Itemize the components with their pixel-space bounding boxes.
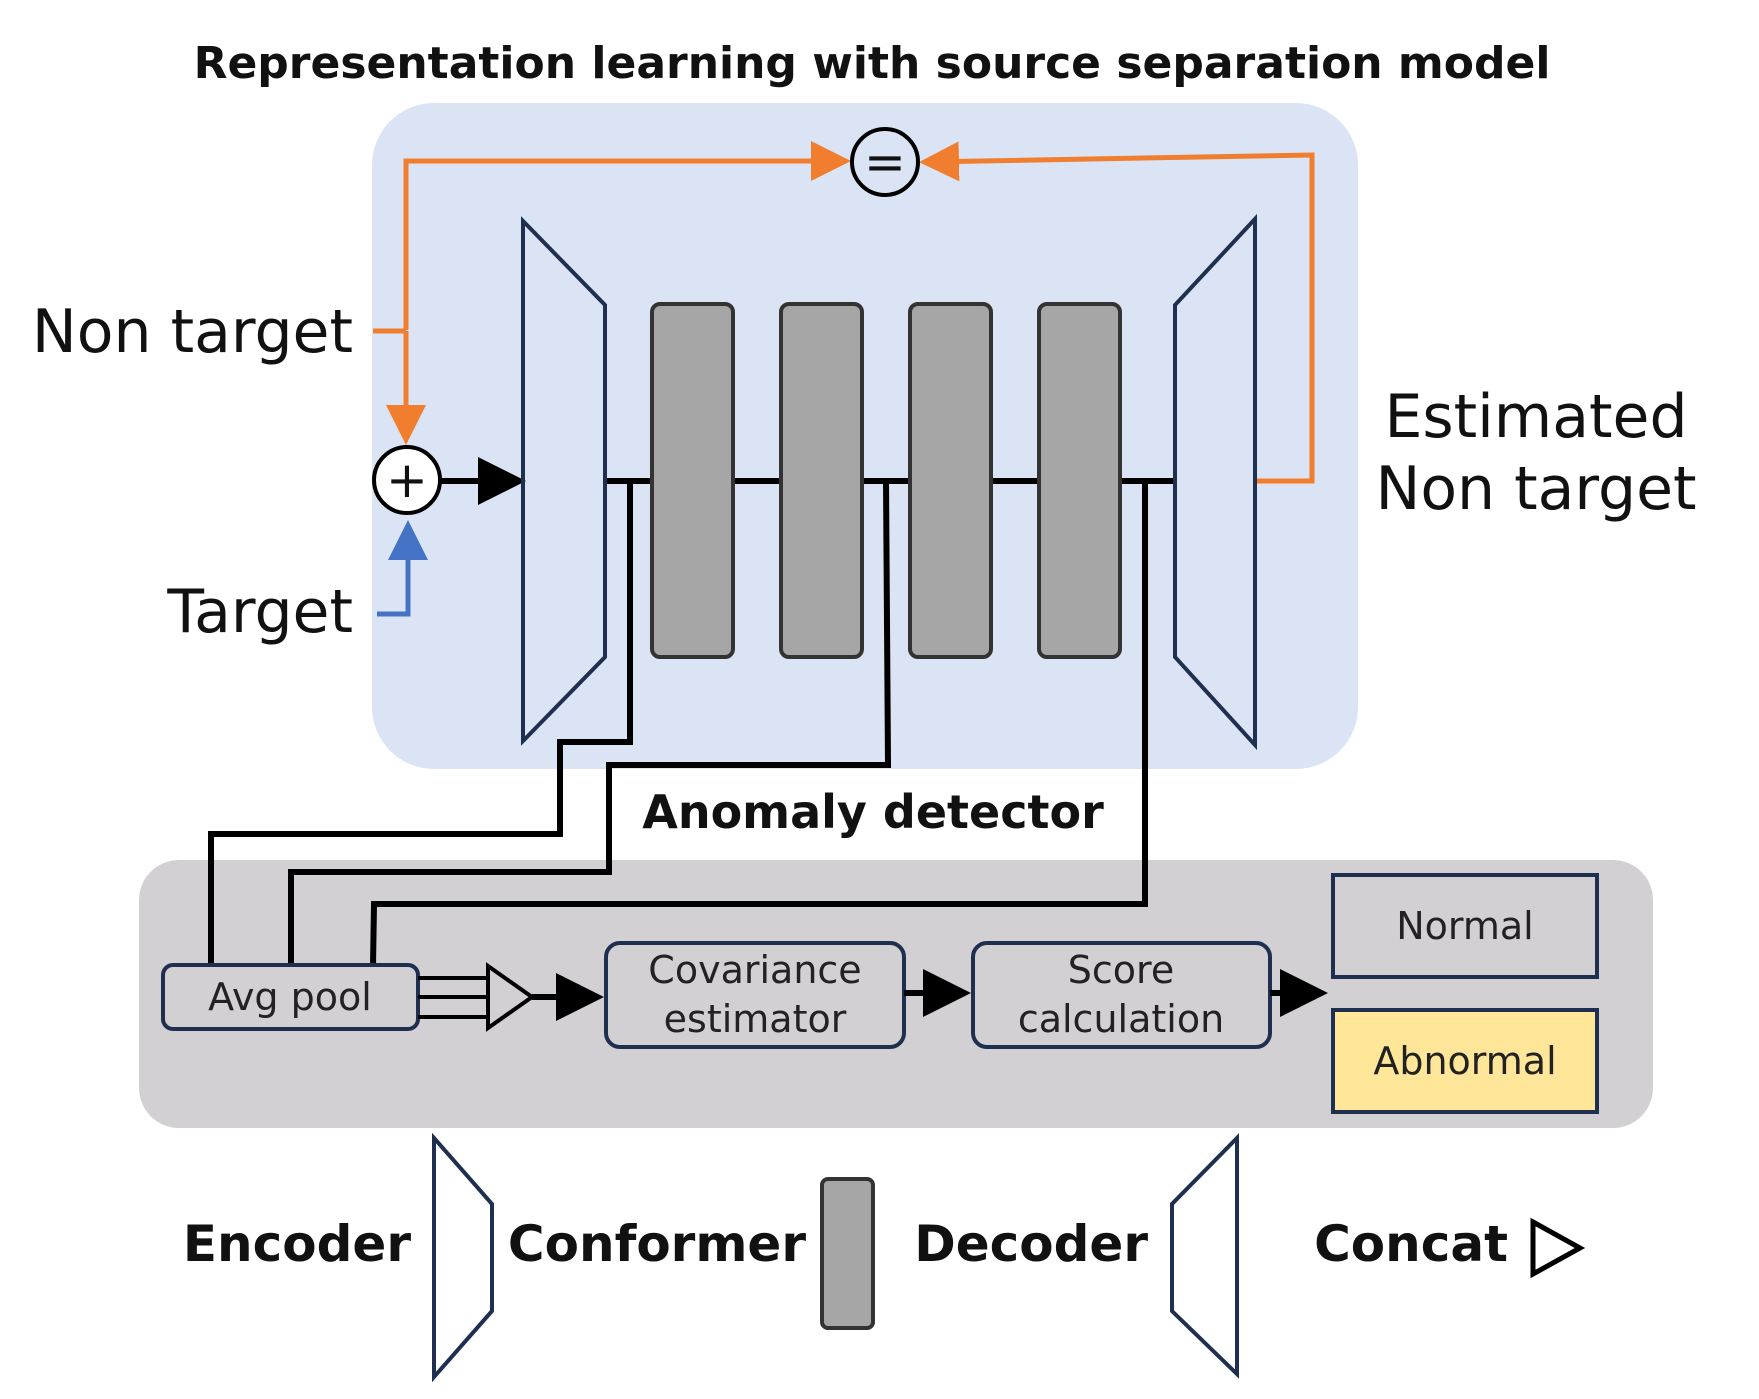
tap-line-1: [208, 481, 633, 966]
separation-model-region: [372, 103, 1358, 769]
conformer-block-3: [908, 302, 993, 659]
sum-symbol: +: [386, 451, 428, 509]
target-label: Target: [166, 577, 353, 647]
abnormal-box: [1331, 1008, 1599, 1114]
diagram-title: Representation learning with source sepa…: [194, 38, 1551, 89]
conformer-block-2: [779, 302, 864, 659]
equality-node: [850, 127, 920, 197]
legend-decoder-icon: [1170, 1133, 1239, 1379]
legend-concat-icon: [1530, 1217, 1586, 1279]
legend-encoder-label: Encoder: [183, 1215, 411, 1273]
estimated-label: Estimated: [1384, 382, 1687, 452]
encoder-block: [521, 216, 607, 746]
non-target-label: Non target: [32, 297, 353, 367]
score-label-line1: Score: [1068, 948, 1174, 992]
avg-pool-label: Avg pool: [208, 975, 372, 1019]
normal-label: Normal: [1396, 904, 1534, 948]
concat-symbol: [486, 962, 536, 1032]
decoder-block: [1173, 213, 1257, 751]
legend-conformer-icon: [820, 1177, 875, 1330]
conformer-block-1: [650, 302, 735, 659]
conformer-block-4: [1037, 302, 1122, 659]
non-target-skip-arrow: [403, 141, 851, 330]
legend-decoder-label: Decoder: [914, 1215, 1148, 1273]
tap-line-3: [370, 481, 1148, 967]
covariance-label-line2: estimator: [664, 997, 847, 1041]
anomaly-detector-title: Anomaly detector: [642, 785, 1104, 839]
estimated-non-target-label: Non target: [1375, 454, 1696, 524]
estimated-non-target-arrow: [919, 141, 1315, 484]
legend-encoder-icon: [432, 1132, 494, 1383]
covariance-label-line1: Covariance: [648, 948, 861, 992]
score-label-line2: calculation: [1018, 997, 1224, 1041]
equality-symbol: =: [864, 133, 906, 191]
tap-line-2: [288, 480, 892, 966]
normal-box: [1331, 873, 1599, 979]
legend-concat-label: Concat: [1314, 1215, 1508, 1273]
target-to-mix-arrow: [377, 520, 428, 617]
legend-conformer-label: Conformer: [508, 1215, 806, 1273]
abnormal-label: Abnormal: [1373, 1039, 1556, 1083]
